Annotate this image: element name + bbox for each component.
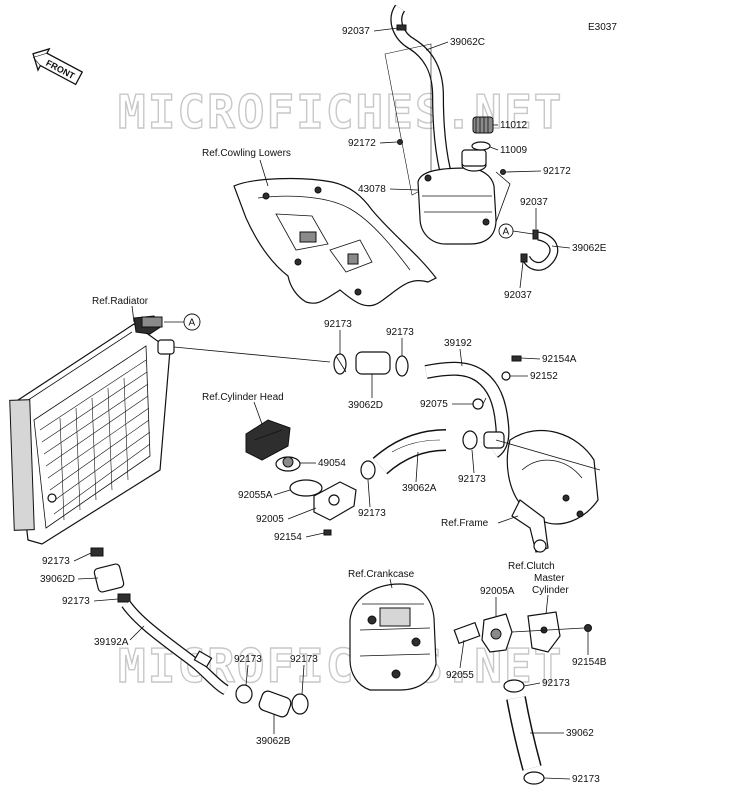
oring-92055a	[289, 479, 323, 497]
bolt-92154	[323, 529, 332, 536]
radiator-cap	[141, 316, 163, 328]
thermostat-49054	[275, 456, 301, 472]
part-label: 92055	[446, 670, 474, 681]
clip-92037-lower	[520, 253, 528, 263]
clamp-92173-g	[235, 684, 253, 704]
part-label: 92037	[520, 197, 548, 208]
part-label: 39062B	[256, 736, 291, 747]
clamp-92173-a	[333, 353, 347, 375]
diagram-code: E3037	[588, 22, 617, 33]
part-label: 92005A	[480, 586, 515, 597]
crankcase-section	[349, 583, 437, 691]
radiator-outlet-upper	[157, 339, 175, 355]
washer-92152	[501, 371, 511, 381]
part-label: 92037	[504, 290, 532, 301]
part-label: 92173	[290, 654, 318, 665]
part-label: 39192A	[94, 637, 129, 648]
cowling-lower-panel	[233, 177, 437, 307]
clamp-92173-i	[503, 679, 525, 693]
part-label: 92173	[234, 654, 262, 665]
part-label: 92173	[62, 596, 90, 607]
part-label: 92154A	[542, 354, 577, 365]
pump-cover-92005a	[481, 613, 513, 653]
clip-92037-top	[396, 24, 407, 31]
ref-cowling-lowers: Ref.Cowling Lowers	[202, 148, 291, 159]
ref-clutch-line3: Cylinder	[532, 585, 569, 596]
part-labels: 92037 39062C 11012 92172 11009 92172 430…	[40, 26, 607, 785]
pipe-39192a	[121, 600, 229, 695]
thermostat-housing-92005	[313, 481, 357, 521]
part-label: 43078	[358, 184, 386, 195]
clamp-92173-f	[117, 593, 131, 603]
part-label: 92037	[342, 26, 370, 37]
connector-a-top-label: A	[503, 227, 510, 238]
clamp-92173-d	[360, 460, 376, 480]
part-label: 11009	[500, 145, 528, 156]
clip-92037-right	[532, 229, 539, 240]
reservoir-cap-11012	[472, 116, 494, 134]
part-label: 49054	[318, 458, 346, 469]
ref-clutch-line2: Master	[534, 573, 565, 584]
part-label: 39062A	[402, 483, 437, 494]
radiator	[9, 315, 171, 545]
part-label: 92173	[358, 508, 386, 519]
hose-stub-right	[483, 431, 505, 449]
hose-39062e	[521, 231, 559, 271]
hose-39062	[506, 696, 542, 771]
part-label: 92173	[542, 678, 570, 689]
clamp-92173-e	[90, 547, 104, 557]
part-label: 92172	[543, 166, 571, 177]
hose-39062a	[372, 429, 447, 475]
part-label: 92152	[530, 371, 558, 382]
part-label: 39062D	[40, 574, 75, 585]
thermostat-cover	[245, 419, 291, 461]
part-label: 39192	[444, 338, 472, 349]
part-label: 92173	[386, 327, 414, 338]
gasket-92055	[453, 621, 481, 645]
part-label: 39062E	[572, 243, 607, 254]
bolt-92154b	[584, 624, 592, 632]
part-label: 92075	[420, 399, 448, 410]
connector-a-radiator-label: A	[189, 318, 196, 329]
oring-92075	[472, 398, 484, 410]
ref-clutch-line1: Ref.Clutch	[508, 561, 555, 572]
part-label: 92055A	[238, 490, 273, 501]
hose-39062d-lower	[93, 563, 125, 593]
part-label: 92173	[42, 556, 70, 567]
part-label: 92005	[256, 514, 284, 525]
frame-section	[495, 430, 601, 553]
clamp-92173-b	[395, 355, 409, 377]
bolt-92172-right	[500, 169, 506, 175]
part-label: 39062C	[450, 37, 485, 48]
front-arrow-icon: FRONT	[32, 47, 84, 86]
part-label: 92154B	[572, 657, 607, 668]
part-label: 92173	[324, 319, 352, 330]
part-label: 39062	[566, 728, 594, 739]
clamp-92173-h	[291, 693, 309, 715]
ref-cylinder-head: Ref.Cylinder Head	[202, 392, 284, 403]
reservoir-tank-43078	[417, 149, 497, 245]
hose-39062b	[258, 690, 292, 718]
ref-radiator: Ref.Radiator	[92, 296, 149, 307]
bolt-92172-left	[397, 139, 403, 145]
part-label: 11012	[500, 120, 528, 131]
ref-frame: Ref.Frame	[441, 518, 489, 529]
ref-crankcase: Ref.Crankcase	[348, 569, 415, 580]
part-label: 92154	[274, 532, 302, 543]
part-label: 92172	[348, 138, 376, 149]
gasket-11009	[471, 141, 491, 151]
watermark-top: MICROFICHES.NET	[118, 85, 563, 139]
bolt-92154a	[511, 355, 522, 362]
part-label: 39062D	[348, 400, 383, 411]
hose-39062d-upper	[355, 351, 391, 375]
clamp-92173-j	[523, 771, 545, 785]
leader-92172	[495, 171, 511, 223]
clamp-92173-c	[462, 430, 478, 450]
part-label: 92173	[458, 474, 486, 485]
part-label: 92173	[572, 774, 600, 785]
